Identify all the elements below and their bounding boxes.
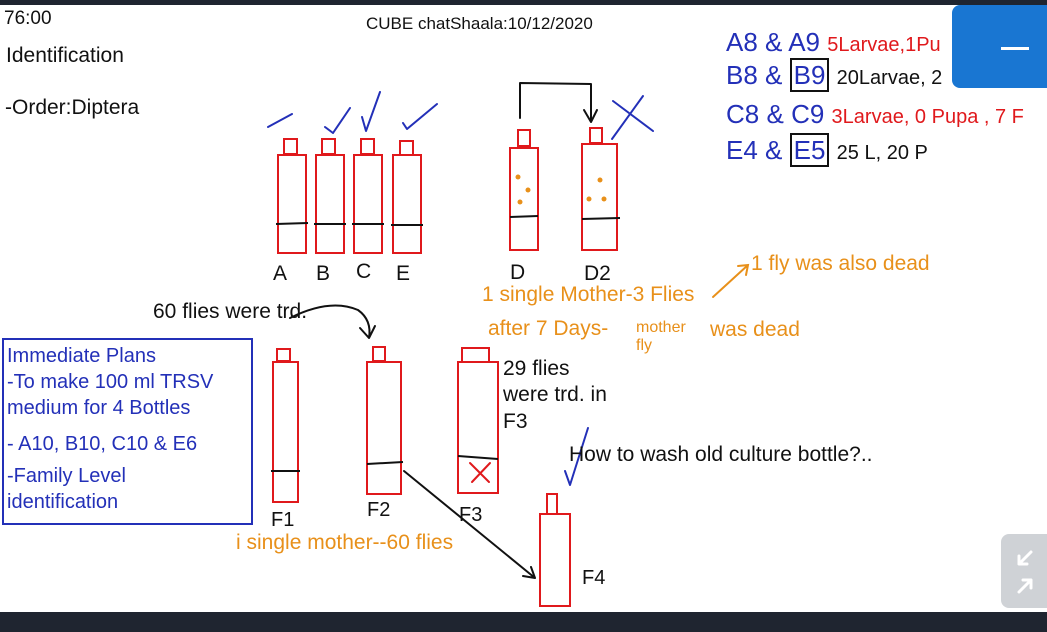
count-row-b: B8 & B9 20Larvae, 2 <box>726 58 943 92</box>
bottle-b <box>314 138 346 254</box>
top-status-bar <box>0 0 1047 5</box>
expand-button[interactable] <box>1001 534 1047 608</box>
immediate-plans-box: Immediate Plans -To make 100 ml TRSV med… <box>2 338 253 525</box>
dead-fly-arrow <box>712 263 750 298</box>
order-note: -Order:Diptera <box>5 96 140 119</box>
label-bottle-c: C <box>356 260 372 283</box>
bottle-f1 <box>271 348 300 503</box>
note-i-single-mother: i single mother--60 flies <box>236 531 454 554</box>
label-bottle-d2: D2 <box>584 262 611 285</box>
session-timer: 76:00 <box>4 8 52 29</box>
label-bottle-a: A <box>273 262 288 285</box>
plans-line: - A10, B10, C10 & E6 <box>7 433 198 455</box>
label-bottle-f4: F4 <box>582 567 606 589</box>
check-mark-a <box>267 113 293 128</box>
plans-line: identification <box>7 491 119 513</box>
label-bottle-f2: F2 <box>367 499 391 521</box>
note-flies-transferred: 60 flies were trd. <box>153 300 308 323</box>
label-bottle-f1: F1 <box>271 509 295 531</box>
note-single-mother: 1 single Mother-3 Flies <box>482 283 695 306</box>
bottle-e <box>391 140 423 254</box>
bottom-navigation-bar <box>0 612 1047 632</box>
plans-line: medium for 4 Bottles <box>7 397 191 419</box>
note-one-fly-dead: 1 fly was also dead <box>751 252 930 275</box>
check-mark-e <box>402 103 438 130</box>
bottle-c <box>352 138 384 254</box>
label-bottle-d: D <box>510 261 526 284</box>
bottle-f3 <box>457 347 499 494</box>
count-row-c: C8 & C9 3Larvae, 0 Pupa , 7 F <box>726 99 1024 129</box>
note-was-dead: was dead <box>710 318 800 341</box>
transfer-arrow-f2-to-f4 <box>403 470 536 579</box>
note-after-7-days: after 7 Days- <box>488 317 609 340</box>
minimize-button[interactable] <box>952 5 1047 88</box>
bottle-f2 <box>366 346 404 495</box>
plans-line: -Family Level <box>7 465 126 487</box>
bottle-f4 <box>539 493 571 607</box>
cross-mark-d2 <box>611 95 654 140</box>
session-title: CUBE chatShaala:10/12/2020 <box>366 14 593 33</box>
count-row-a: A8 & A9 5Larvae,1Pu <box>726 27 941 57</box>
expand-arrows-icon <box>1017 550 1033 594</box>
label-bottle-f3: F3 <box>459 504 483 526</box>
label-bottle-b: B <box>316 262 331 285</box>
bottle-a <box>275 138 309 254</box>
identification-heading: Identification <box>6 44 124 67</box>
transfer-arrow-to-f2 <box>289 304 376 339</box>
note-wash-question: How to wash old culture bottle?.. <box>569 443 873 466</box>
plans-line: -To make 100 ml TRSV <box>7 371 214 393</box>
note-twenty-nine-flies: 29 flies were trd. in F3 <box>503 357 607 433</box>
minimize-icon <box>1001 47 1029 50</box>
transfer-arrow-d-to-d2 <box>519 82 598 123</box>
plans-line: Immediate Plans <box>7 345 156 367</box>
bottle-d2 <box>581 127 621 251</box>
bottle-d <box>509 129 539 251</box>
label-bottle-e: E <box>396 262 411 285</box>
check-mark-f4 <box>564 427 589 486</box>
check-mark-c <box>361 91 381 132</box>
check-mark-b <box>324 107 351 134</box>
count-row-e: E4 & E5 25 L, 20 P <box>726 133 928 167</box>
note-mother-fly: mother fly <box>636 319 686 354</box>
